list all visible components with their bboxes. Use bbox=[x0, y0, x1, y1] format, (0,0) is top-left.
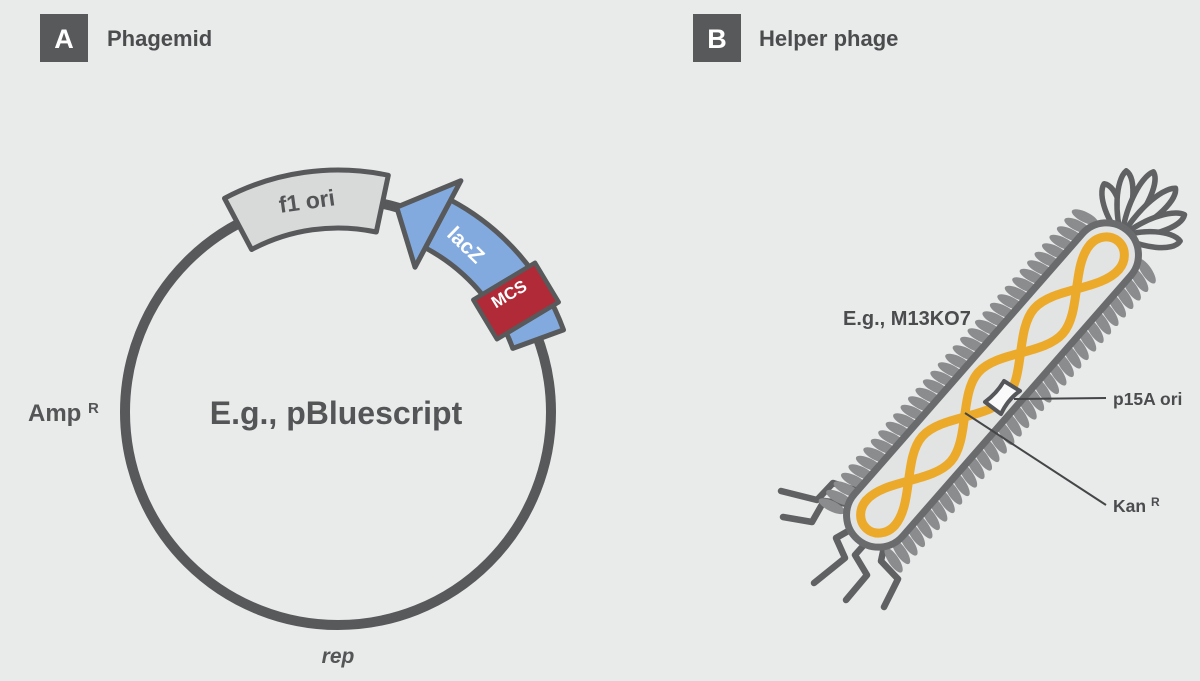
helper-phage-illustration: E.g., M13KO7 p15A ori Kan R bbox=[777, 168, 1188, 611]
rep-label: rep bbox=[322, 645, 355, 668]
amp-resistance-label: Amp R bbox=[28, 400, 99, 427]
coat-protein-oval bbox=[884, 547, 903, 573]
dna-end-loop-left bbox=[856, 495, 900, 538]
coat-protein-oval bbox=[1137, 258, 1156, 284]
phage-example-label: E.g., M13KO7 bbox=[843, 308, 971, 330]
panel-b-title: Helper phage bbox=[759, 26, 898, 51]
dna-strand-a bbox=[861, 240, 1095, 505]
mcs-feature-block bbox=[471, 260, 561, 342]
phage-capsid-group bbox=[818, 168, 1188, 573]
kan-resistance-label: Kan R bbox=[1113, 495, 1160, 516]
mcs-box bbox=[471, 260, 561, 342]
coat-protein-oval bbox=[818, 498, 846, 515]
panel-b-tag-box bbox=[693, 14, 741, 62]
kan-leader-line bbox=[964, 412, 1107, 506]
lacz-arrowhead bbox=[394, 178, 464, 270]
f1-ori-feature-block bbox=[222, 167, 391, 252]
p15a-ori-leader-line bbox=[1013, 397, 1107, 400]
p15a-ori-marker-wedge bbox=[983, 379, 1022, 416]
amp-label-base: Amp bbox=[28, 400, 81, 427]
coat-protein-oval bbox=[1071, 209, 1099, 226]
phage-capsid-body bbox=[843, 219, 1142, 551]
kan-label-base: Kan bbox=[1113, 496, 1146, 516]
tip-fiber-loop bbox=[1119, 228, 1183, 251]
panel-b-header: B Helper phage bbox=[693, 14, 898, 62]
panel-b-tag-letter: B bbox=[707, 24, 727, 54]
panel-a-tag-box bbox=[40, 14, 88, 62]
plasmid-name-label: E.g., pBluescript bbox=[210, 395, 463, 431]
plasmid-map: f1 ori lacZ MCS E.g., pBluescript Amp R … bbox=[28, 167, 566, 668]
p15a-ori-label: p15A ori bbox=[1113, 389, 1182, 409]
panel-a-header: A Phagemid bbox=[40, 14, 212, 62]
panel-a-title: Phagemid bbox=[107, 26, 212, 51]
kan-label-superscript: R bbox=[1151, 495, 1160, 509]
tip-fiber-tuft bbox=[1099, 168, 1188, 251]
amp-label-superscript: R bbox=[88, 400, 99, 417]
dna-end-loop-right bbox=[1085, 232, 1129, 275]
panel-a-tag-letter: A bbox=[54, 24, 74, 54]
